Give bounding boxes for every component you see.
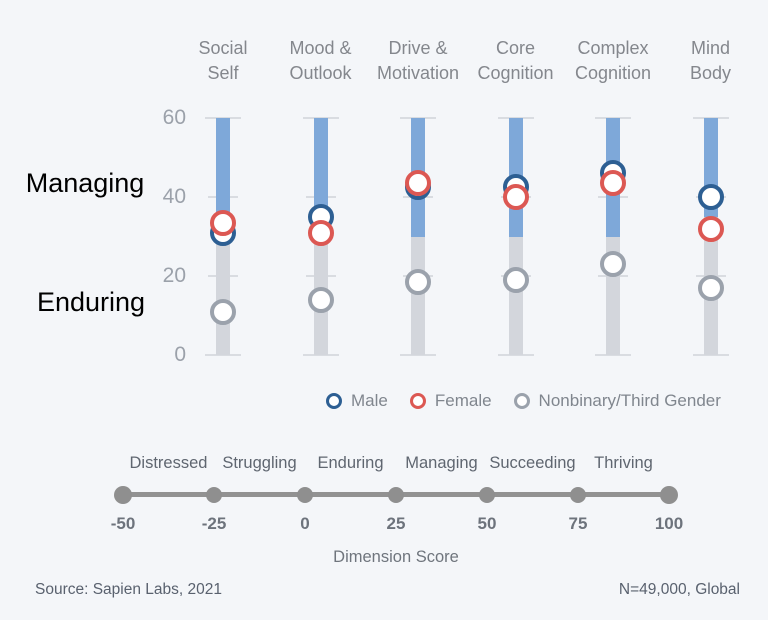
dimension-header-drive-motivation: Drive & Motivation [376,38,460,83]
scale-tick-label: 50 [477,514,497,533]
strip-plot-area: 0 20 40 60 Social Self Mood & Outlook Drive & … [162,38,732,366]
axis-tick-mark [595,354,631,356]
scale-tick-label: 25 [386,514,406,533]
marker-nonbinary-third-gender [405,268,431,295]
dimension-header-mood-outlook: Mood & Outlook [289,38,352,83]
y-zone-label-managing: Managing [25,168,145,198]
axis-tick-mark [205,354,241,356]
scale-dot [570,486,586,503]
marker-female [502,184,529,210]
male-ring-icon [326,393,342,409]
source-note: Source: Sapien Labs, 2021 [35,581,222,598]
marker-female [210,209,236,236]
range-bar-lower-enduring [216,236,230,355]
legend: Male Female Nonbinary/Third Gender [326,391,721,411]
legend-item-female: Female [409,391,492,411]
scale-zone-label-enduring: Enduring [317,454,384,472]
axis-tick-mark [692,354,729,356]
score-scale: -50 -25 0 25 50 75 100 Distressed Struggling Endu… [0,440,768,550]
axis-tick-mark [497,354,534,356]
scale-dot [297,486,313,503]
scale-zone-label-struggling: Struggling [222,454,297,472]
y-axis-tick-label: 0 [174,343,186,366]
dimension-header-core-cognition: Core Cognition [477,38,554,83]
scale-tick-label: -25 [201,514,227,533]
scale-zone-label-distressed: Distressed [129,454,208,472]
scale-dot [660,485,678,504]
y-axis-tick-label: 60 [162,106,186,129]
scale-tick-label: 75 [568,514,588,533]
scale-axis-title: Dimension Score [333,548,459,566]
marker-nonbinary-third-gender [210,298,236,325]
range-bar-lower-enduring [508,236,523,355]
range-bar-upper-managing [216,118,230,237]
marker-female [405,170,431,197]
y-axis-tick-label: 40 [162,185,186,208]
dimension-header-social-self: Social Self [198,38,248,83]
range-bar-lower-enduring [411,236,425,355]
marker-nonbinary-third-gender [502,266,529,293]
y-axis-tick-label: 20 [162,264,186,287]
legend-label-nonbinary-third-gender: Nonbinary/Third Gender [538,391,721,410]
scale-dot [479,486,495,503]
marker-nonbinary-third-gender [600,251,626,278]
scale-zone-label-managing: Managing [405,454,478,472]
nonbinary-third-gender-ring-icon [513,393,530,409]
marker-female [307,219,334,246]
y-zone-label-enduring: Enduring [36,287,146,317]
axis-tick-mark [400,354,436,356]
marker-female [697,215,724,242]
legend-label-female: Female [434,391,492,410]
marker-female [600,170,626,197]
marker-male [697,184,724,210]
scale-dot [388,486,404,503]
scale-tick-label: 100 [654,514,684,533]
scale-zone-label-thriving: Thriving [594,454,653,472]
dimension-header-mind-body: Mind Body [689,38,732,83]
scale-tick-label: -50 [110,514,136,533]
scale-tick-label: 0 [300,514,310,533]
legend-item-nonbinary-third-gender: Nonbinary/Third Gender [513,391,721,411]
marker-nonbinary-third-gender [697,274,724,301]
scale-dot [206,486,222,503]
legend-item-male: Male [326,391,388,411]
scale-dot [114,485,132,504]
marker-nonbinary-third-gender [307,286,334,313]
scale-zone-label-succeeding: Succeeding [489,454,576,472]
legend-label-male: Male [351,391,388,410]
sample-size-note: N=49,000, Global [618,581,740,598]
female-ring-icon [409,393,426,409]
dimension-header-complex-cognition: Complex Cognition [574,38,652,83]
axis-tick-mark [302,354,339,356]
